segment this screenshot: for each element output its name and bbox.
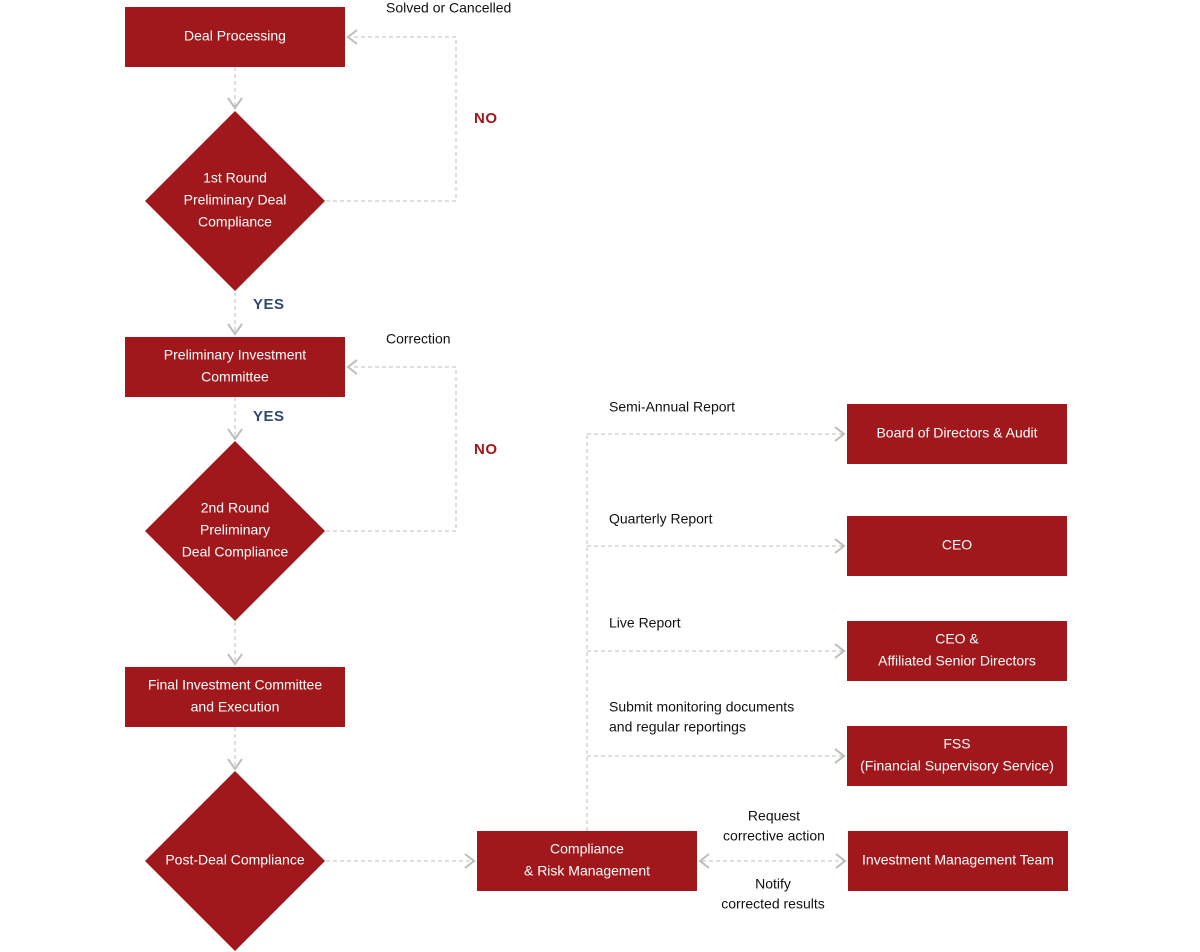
compliance-risk-line: Compliance — [550, 841, 624, 857]
final-ic-line: Final Investment Committee — [148, 677, 322, 693]
label-no-second: NO — [474, 441, 498, 458]
arrow-down-second-round — [227, 428, 243, 441]
board-box[interactable]: Board of Directors & Audit — [847, 404, 1067, 464]
deal-processing-line: Deal Processing — [184, 28, 286, 44]
label-no-first: NO — [474, 110, 498, 127]
arrow-right-board — [834, 426, 846, 442]
final-ic-line: and Execution — [191, 699, 280, 715]
ceo-affiliated-line: CEO & — [935, 631, 979, 647]
label-semi-annual-report: Semi-Annual Report — [609, 399, 735, 415]
label-quarterly-report: Quarterly Report — [609, 511, 713, 527]
post-deal-line: Post-Deal Compliance — [165, 852, 304, 868]
arrow-down-preliminary-ic — [227, 323, 243, 336]
arrow-down-post-deal — [227, 758, 243, 771]
label-yes-second: YES — [253, 408, 285, 425]
arrow-left-compliance — [698, 853, 710, 869]
ceo-label: CEO — [942, 537, 972, 553]
submit-line: and regular reportings — [609, 719, 746, 735]
second-round-line: 2nd Round — [201, 500, 270, 516]
board-label: Board of Directors & Audit — [876, 425, 1037, 441]
arrowheads — [227, 29, 847, 869]
preliminary-ic-line: Committee — [201, 369, 269, 385]
imt-line: Investment Management Team — [862, 852, 1054, 868]
final-ic-box[interactable]: Final Investment Committee and Execution — [125, 667, 345, 727]
board-line: Board of Directors & Audit — [876, 425, 1037, 441]
label-live-report: Live Report — [609, 615, 681, 631]
arrow-right-ceo-affiliated — [834, 643, 846, 659]
deal-processing-label: Deal Processing — [184, 28, 286, 44]
quarterly-line: Quarterly Report — [609, 511, 713, 527]
connectors — [234, 36, 843, 862]
ceo-affiliated-label: CEO & Affiliated Senior Directors — [878, 631, 1036, 669]
final-ic-label: Final Investment Committee and Execution — [148, 677, 322, 715]
preliminary-ic-line: Preliminary Investment — [164, 347, 306, 363]
yes-2-line: YES — [253, 408, 285, 425]
arrow-right-compliance — [464, 853, 476, 869]
ceo-affiliated-line: Affiliated Senior Directors — [878, 653, 1036, 669]
fss-line: FSS — [943, 736, 970, 752]
correction-line: Correction — [386, 331, 451, 347]
ceo-affiliated-box[interactable]: CEO & Affiliated Senior Directors — [847, 621, 1067, 681]
request-line: corrective action — [723, 828, 825, 844]
no-2-line: NO — [474, 441, 498, 458]
fss-label: FSS (Financial Supervisory Service) — [860, 736, 1054, 774]
compliance-risk-line: & Risk Management — [524, 863, 650, 879]
arrow-right-fss — [834, 748, 846, 764]
request-line: Request — [748, 808, 800, 824]
edge-labels: Solved or Cancelled NO YES Correction YE… — [253, 0, 825, 912]
label-yes-first: YES — [253, 296, 285, 313]
ceo-box[interactable]: CEO — [847, 516, 1067, 576]
label-submit-monitoring: Submit monitoring documents and regular r… — [609, 699, 794, 735]
ceo-line: CEO — [942, 537, 972, 553]
second-round-line: Deal Compliance — [182, 544, 289, 560]
compliance-risk-label: Compliance & Risk Management — [524, 841, 650, 879]
arrow-down-first-round — [227, 97, 243, 110]
solved-or-cancelled-line: Solved or Cancelled — [386, 0, 511, 16]
semi-annual-line: Semi-Annual Report — [609, 399, 735, 415]
no-1-line: NO — [474, 110, 498, 127]
label-correction: Correction — [386, 331, 451, 347]
arrow-right-imt — [835, 853, 847, 869]
live-line: Live Report — [609, 615, 681, 631]
label-notify-corrected-results: Notify corrected results — [721, 876, 824, 912]
fss-box[interactable]: FSS (Financial Supervisory Service) — [847, 726, 1067, 786]
submit-line: Submit monitoring documents — [609, 699, 794, 715]
notify-line: Notify — [755, 876, 791, 892]
post-deal-label: Post-Deal Compliance — [165, 852, 304, 868]
arrow-left-preliminary-ic — [346, 359, 358, 375]
imt-label: Investment Management Team — [862, 852, 1054, 868]
post-deal-decision[interactable]: Post-Deal Compliance — [145, 771, 325, 951]
first-round-line: 1st Round — [203, 170, 267, 186]
fss-line: (Financial Supervisory Service) — [860, 758, 1054, 774]
second-round-line: Preliminary — [200, 522, 270, 538]
label-solved-or-cancelled: Solved or Cancelled — [386, 0, 511, 16]
deal-processing-box[interactable]: Deal Processing — [125, 7, 345, 67]
connector-second-round-no-loop — [326, 366, 457, 532]
connector-first-round-no-loop — [326, 36, 457, 202]
arrow-down-final-ic — [227, 653, 243, 666]
arrow-left-deal-processing — [346, 29, 358, 45]
label-request-corrective-action: Request corrective action — [723, 808, 825, 844]
arrow-right-ceo — [834, 538, 846, 554]
first-round-line: Compliance — [198, 214, 272, 230]
first-round-line: Preliminary Deal — [184, 192, 287, 208]
compliance-risk-box[interactable]: Compliance & Risk Management — [477, 831, 697, 891]
imt-box[interactable]: Investment Management Team — [848, 831, 1068, 891]
yes-1-line: YES — [253, 296, 285, 313]
notify-line: corrected results — [721, 896, 824, 912]
